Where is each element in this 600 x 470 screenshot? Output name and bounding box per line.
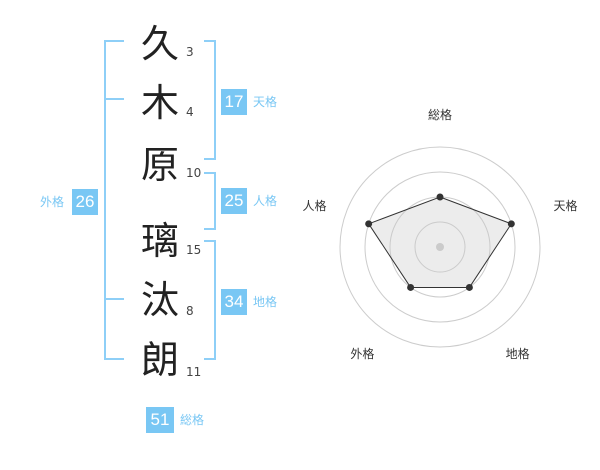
gaikaku-bracket-tick-2 <box>104 298 124 300</box>
radar-grid-ring-1 <box>414 221 466 273</box>
name-char-6: 朗 <box>140 338 179 382</box>
jinkaku-bracket <box>214 172 216 230</box>
jinkaku-value-badge: 25 <box>221 188 247 214</box>
tenkaku-bracket-bottom <box>204 158 216 160</box>
name-char-3: 原 <box>140 143 179 187</box>
radar-axis-label-1: 総格 <box>428 107 452 122</box>
radar-axis-label-4: 外格 <box>350 346 374 361</box>
radar-point-5 <box>365 220 373 228</box>
chikaku-bracket-top <box>204 240 216 242</box>
gaikaku-bracket-top <box>104 40 124 42</box>
stroke-count-3: 10 <box>186 166 202 180</box>
chikaku-bracket-bottom <box>204 358 216 360</box>
tenkaku-bracket <box>214 40 216 160</box>
radar-grid-ring-3 <box>364 171 516 323</box>
radar-point-3 <box>465 283 473 291</box>
name-char-4: 璃 <box>140 219 179 263</box>
soukaku-value-badge: 51 <box>146 407 174 433</box>
stroke-count-1: 3 <box>186 45 194 59</box>
tenkaku-label: 天格 <box>253 95 278 109</box>
name-char-1: 久 <box>140 22 179 66</box>
jinkaku-bracket-bottom <box>204 228 216 230</box>
stroke-count-5: 8 <box>186 304 194 318</box>
stroke-count-6: 11 <box>186 365 202 379</box>
soukaku-label: 総格 <box>180 413 205 427</box>
name-char-5: 汰 <box>140 278 179 322</box>
stroke-count-2: 4 <box>186 105 194 119</box>
chikaku-value-badge: 34 <box>221 289 247 315</box>
radar-point-4 <box>407 283 415 291</box>
chikaku-bracket <box>214 240 216 360</box>
radar-axis-label-5: 人格 <box>302 198 326 213</box>
jinkaku-bracket-top <box>204 172 216 174</box>
gaikaku-value-badge: 26 <box>72 189 98 215</box>
gaikaku-label: 外格 <box>40 195 65 209</box>
radar-axis-label-2: 天格 <box>554 198 578 213</box>
radar-point-2 <box>507 220 515 228</box>
chikaku-label: 地格 <box>253 295 278 309</box>
tenkaku-value-badge: 17 <box>221 89 247 115</box>
name-char-2: 木 <box>140 81 179 125</box>
radar-data-polygon <box>367 196 513 288</box>
tenkaku-bracket-top <box>204 40 216 42</box>
radar-grid-ring-4 <box>339 146 541 348</box>
jinkaku-label: 人格 <box>253 194 278 208</box>
gaikaku-bracket-vertical <box>104 40 106 360</box>
gaikaku-bracket-bottom <box>104 358 124 360</box>
radar-center-dot <box>436 243 444 251</box>
radar-point-1 <box>436 193 444 201</box>
stroke-count-4: 15 <box>186 243 202 257</box>
gaikaku-bracket-tick-1 <box>104 98 124 100</box>
radar-axis-label-3: 地格 <box>506 346 530 361</box>
